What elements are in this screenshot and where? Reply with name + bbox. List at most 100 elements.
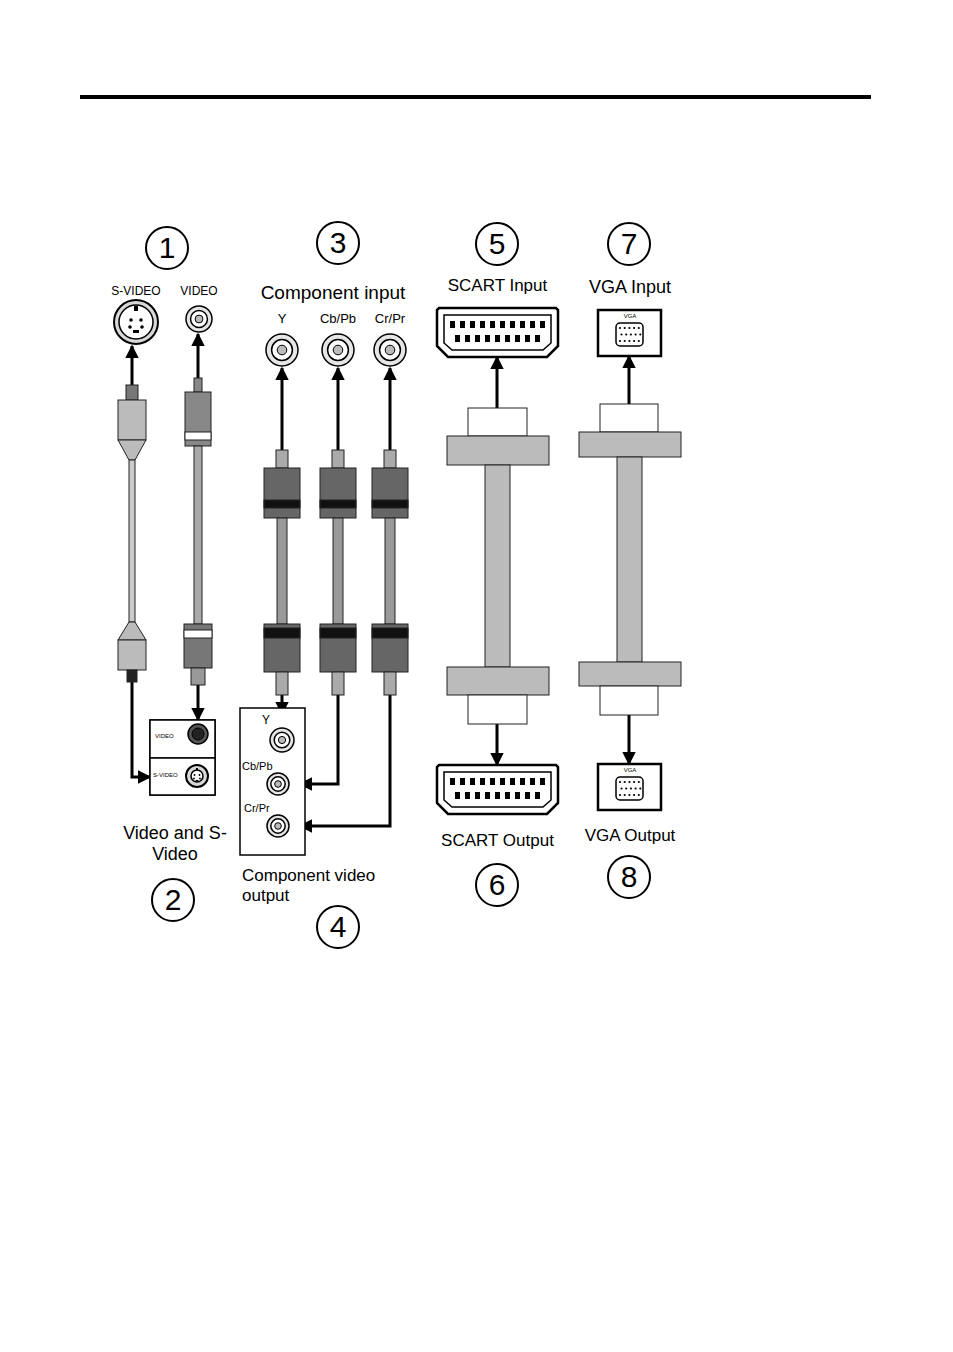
jack-key	[134, 306, 138, 311]
callout-circle	[152, 879, 194, 921]
connector-pin	[638, 781, 640, 783]
plug-band	[372, 500, 408, 508]
socket-face	[192, 728, 204, 740]
connector-outline	[437, 308, 558, 357]
callout-number: 3	[318, 226, 358, 260]
jack-ring	[322, 334, 354, 366]
connector-pin	[525, 792, 530, 799]
plug-taper	[118, 622, 146, 640]
connector-label: VGA	[580, 767, 680, 774]
connector-face	[616, 777, 643, 800]
plug-taper	[118, 440, 146, 460]
connector-pin	[535, 335, 540, 342]
jack-key	[196, 768, 198, 771]
plug-band	[264, 628, 300, 638]
plug-body	[447, 436, 549, 465]
connector-pin	[510, 778, 515, 785]
part-label: Cr/Pr	[370, 312, 410, 327]
connector-pin	[520, 778, 525, 785]
node-shape	[244, 714, 300, 754]
connector-pin	[490, 321, 495, 328]
plug-body	[118, 400, 146, 440]
connector-pin	[475, 792, 480, 799]
cable-arrow	[300, 368, 390, 826]
socket-ring	[188, 724, 208, 744]
component-socket: Cb/Pb	[242, 760, 300, 798]
svideo-socket: S-VIDEO	[150, 758, 215, 795]
video-socket: VIDEO	[150, 720, 215, 758]
connector-pin	[635, 333, 637, 335]
connector-pin	[465, 792, 470, 799]
plug-body	[372, 624, 408, 672]
part-label: Cb/Pb	[242, 760, 276, 773]
callout-number: 8	[609, 860, 649, 894]
plug-tip	[276, 672, 288, 695]
connector-pin	[624, 340, 626, 342]
connector-pin	[450, 321, 455, 328]
plug-body	[264, 624, 300, 672]
jack-face	[191, 311, 208, 328]
vga-connector: VGAVGA Output	[580, 764, 680, 850]
plug-head	[600, 404, 658, 432]
jack-pin	[193, 778, 195, 780]
cable	[485, 465, 510, 667]
jack-ring	[266, 334, 298, 366]
callout-number: 6	[477, 868, 517, 902]
plug-tip	[332, 450, 344, 468]
plug-band	[372, 628, 408, 638]
jack-pin	[140, 325, 144, 329]
callout-circle	[476, 223, 518, 265]
jack-ring	[267, 773, 289, 795]
plug-band	[185, 432, 211, 440]
cable	[333, 518, 343, 624]
jack-pin	[195, 315, 203, 323]
jack-pin	[129, 318, 133, 322]
callout-circle	[476, 864, 518, 906]
connector-pin	[460, 321, 465, 328]
socket-outline	[150, 720, 215, 758]
connector-pin	[633, 794, 635, 796]
part-label: Component video output	[242, 866, 415, 905]
connector-pin	[465, 335, 470, 342]
connector-pin	[619, 794, 621, 796]
plug-head	[468, 695, 527, 724]
connector-pin	[624, 794, 626, 796]
svideo-jack: S-VIDEO	[106, 285, 166, 346]
connector-pin	[505, 792, 510, 799]
connector-pin	[620, 787, 622, 789]
part-label: Y	[258, 714, 274, 728]
part-label: SCART Input	[430, 276, 565, 296]
jack-face	[119, 305, 153, 339]
plug-body	[447, 667, 549, 695]
plug-body	[320, 468, 356, 518]
connector-pin	[495, 335, 500, 342]
connector-pin	[633, 781, 635, 783]
connector-face	[616, 323, 643, 346]
connector-pin	[530, 778, 535, 785]
jack-face	[191, 770, 203, 782]
jack-pin	[385, 345, 395, 355]
connector-pin	[619, 340, 621, 342]
connector-face	[444, 315, 551, 350]
plug-tip	[332, 672, 344, 695]
plug-band	[264, 500, 300, 508]
connector-pin	[628, 327, 630, 329]
connector-pin	[485, 792, 490, 799]
connector-label: S-VIDEO	[153, 772, 183, 779]
connector-pin	[619, 327, 621, 329]
connector-label: VGA	[580, 313, 680, 320]
callout-number: 7	[609, 227, 649, 261]
cable	[277, 518, 287, 624]
jack-key	[196, 780, 199, 782]
socket-outline	[150, 758, 215, 795]
connector-pin	[485, 335, 490, 342]
jack-pin	[139, 318, 143, 322]
jack-ring	[114, 300, 158, 344]
connector-pin	[510, 321, 515, 328]
connector-pin	[540, 778, 545, 785]
connector-pin	[495, 792, 500, 799]
part-label: S-VIDEO	[106, 285, 166, 299]
plug-band	[320, 500, 356, 508]
plug-body	[184, 624, 212, 668]
